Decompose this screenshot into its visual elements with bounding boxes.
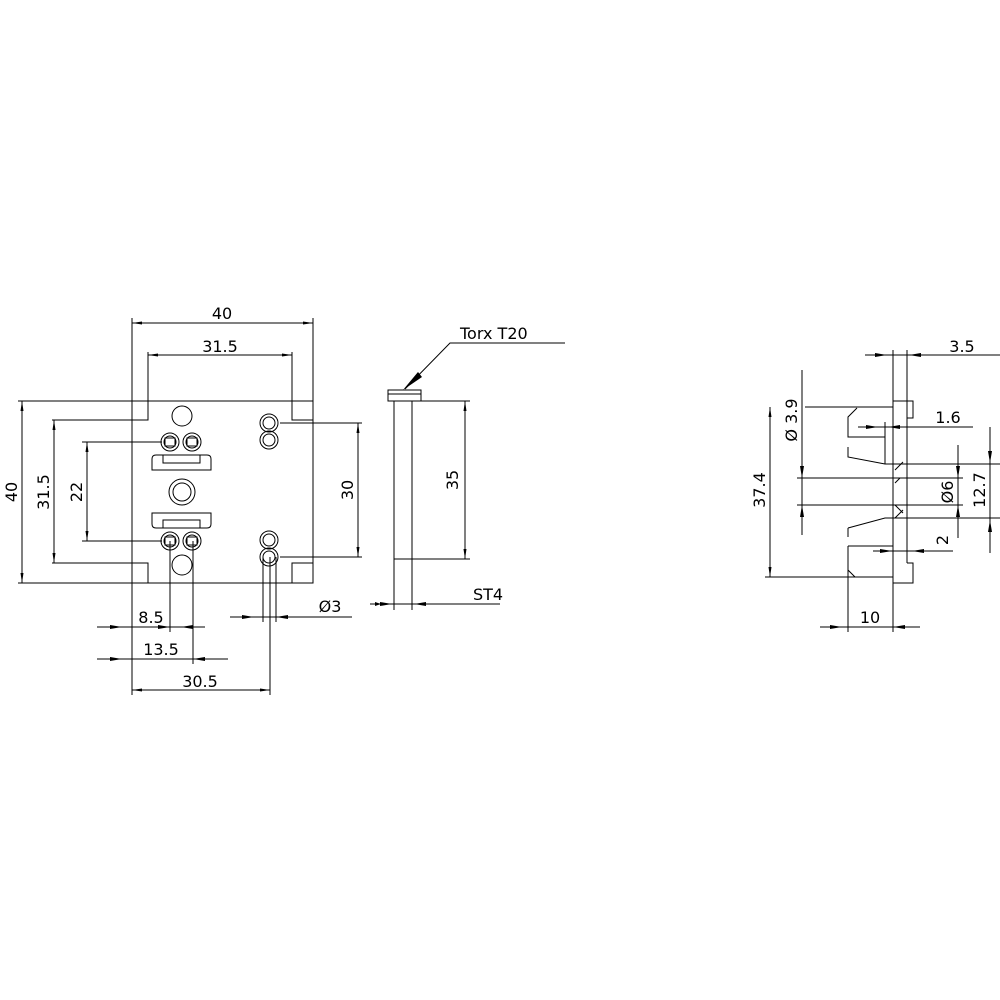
dim-label: 37.4 xyxy=(750,472,769,508)
dim-label: 10 xyxy=(860,608,880,627)
dim-label: 35 xyxy=(443,470,462,490)
side-body xyxy=(892,350,914,584)
dim-label: Ø6 xyxy=(938,481,957,504)
dim-label: 30.5 xyxy=(182,672,218,691)
plate-notches xyxy=(52,352,313,583)
side-view: 3.5 1.6 Ø 3.9 37.4 Ø6 12.7 2 10 xyxy=(750,337,1000,632)
contact-detail xyxy=(894,461,904,519)
screw-view: Torx T20 35 ST4 xyxy=(370,324,565,610)
dim-label: 31.5 xyxy=(202,337,238,356)
dim-label: 1.6 xyxy=(935,408,960,427)
dim-label: 40 xyxy=(212,304,232,323)
front-view: 40 31.5 40 31.5 22 30 8.5 13.5 30.5 Ø3 xyxy=(2,304,381,695)
mounting-holes xyxy=(259,413,279,567)
screw-head xyxy=(387,389,422,402)
extension-lines xyxy=(18,318,362,695)
arrowheads xyxy=(800,353,992,629)
dim-label: 13.5 xyxy=(143,640,179,659)
dim-label: 31.5 xyxy=(34,474,53,510)
dim-label: 40 xyxy=(2,482,21,502)
dim-label: 8.5 xyxy=(138,608,163,627)
torx-label: Torx T20 xyxy=(459,324,528,343)
contact-holes xyxy=(151,405,212,576)
dim-label: 22 xyxy=(67,482,86,502)
dim-label: 2 xyxy=(933,535,952,545)
dim-label: 3.5 xyxy=(949,337,974,356)
plate-outline xyxy=(131,400,314,584)
dim-label: ST4 xyxy=(473,585,503,604)
dim-lines xyxy=(801,354,1000,628)
dim-label: 12.7 xyxy=(970,472,989,508)
leader-arrowhead xyxy=(403,372,422,390)
dim-label: Ø3 xyxy=(319,597,342,616)
dim-label: 30 xyxy=(338,480,357,500)
leader-line xyxy=(404,342,565,390)
screw-shaft xyxy=(388,393,470,610)
dim-label: Ø 3.9 xyxy=(782,398,801,441)
arrowheads xyxy=(380,602,426,606)
side-profile xyxy=(765,406,1000,632)
